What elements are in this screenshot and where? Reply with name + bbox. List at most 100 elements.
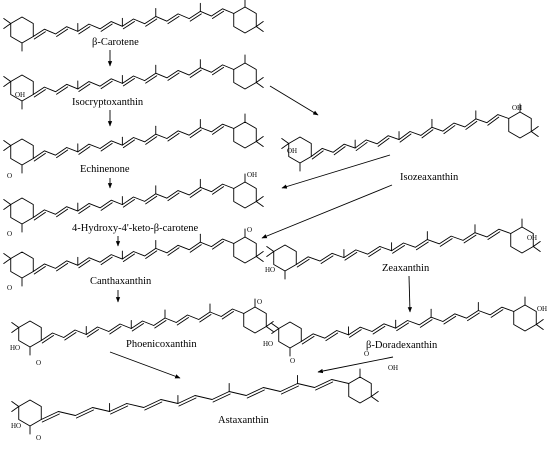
left-ring (10, 138, 34, 166)
double-bond (439, 238, 453, 247)
label-echinenone: Echinenone (80, 164, 130, 175)
structure-echinenone (3, 113, 264, 174)
methyl (11, 401, 20, 407)
double-bond (280, 385, 299, 395)
methyl (255, 251, 264, 257)
double-bond (144, 401, 163, 411)
right-ring (348, 376, 372, 404)
double-bond (301, 335, 315, 345)
left-ring (10, 197, 34, 225)
oh-isozeaxanthin-right: OH (512, 104, 522, 112)
left-ring (18, 320, 42, 348)
double-bond (189, 189, 202, 198)
double-bond (246, 389, 265, 399)
methyl (535, 324, 544, 330)
methyl (255, 201, 264, 207)
methyl (265, 321, 274, 327)
o-phoenicoxanthin-left: O (36, 359, 41, 367)
arrow-doradexanthin-to-astaxanthin (317, 356, 394, 374)
methyl (370, 396, 379, 402)
methyl (11, 406, 20, 412)
double-bond (154, 320, 167, 329)
double-bond (372, 325, 386, 335)
methyl (265, 326, 274, 332)
o-echinenone: O (7, 172, 12, 180)
double-bond (122, 78, 135, 87)
structure-isozeaxanthin (281, 103, 539, 172)
left-ring (10, 16, 34, 44)
oh-isozeaxanthin-left: OH (287, 147, 297, 155)
double-bond (212, 241, 225, 250)
double-bond (64, 332, 77, 341)
oh-doradexanthin: OH (537, 305, 547, 313)
double-bond (145, 18, 158, 27)
double-bond (443, 315, 457, 325)
double-bond (212, 10, 225, 20)
oh-astaxanthin-right: OH (388, 364, 398, 372)
label-isozeaxanthin: Isozeaxanthin (400, 172, 459, 183)
double-bond (145, 250, 158, 259)
double-bond (178, 397, 197, 407)
methyl (3, 76, 12, 82)
double-bond (145, 195, 158, 205)
double-bond (41, 335, 54, 344)
structure-canthaxanthin (3, 228, 264, 287)
methyl (255, 136, 264, 142)
double-bond (392, 245, 405, 254)
double-bond (490, 309, 504, 318)
double-bond (221, 311, 234, 320)
methyl (255, 77, 264, 83)
double-bond (368, 248, 382, 258)
double-bond (56, 149, 69, 159)
polyene-chain (40, 379, 350, 420)
label-astaxanthin: Astaxanthin (218, 415, 269, 426)
double-bond (443, 125, 456, 135)
double-bond (349, 329, 362, 338)
double-bond (189, 244, 202, 253)
double-bond (212, 186, 225, 195)
methyl (532, 246, 541, 252)
oh-zeaxanthin: OH (527, 234, 537, 242)
double-bond (145, 136, 158, 145)
right-ring (233, 236, 257, 264)
methyl (255, 196, 264, 202)
double-bond (100, 23, 113, 32)
methyl (266, 251, 275, 257)
o-phoenicoxanthin-right: O (257, 298, 262, 306)
label-canthaxanthin: Canthaxanthin (90, 276, 152, 287)
double-bond (487, 231, 501, 240)
right-ring (233, 6, 257, 34)
methyl (255, 256, 264, 262)
double-bond (100, 142, 113, 152)
double-bond (78, 259, 91, 269)
double-bond (167, 192, 180, 202)
double-bond (467, 312, 480, 322)
double-bond (41, 413, 60, 423)
double-bond (100, 256, 113, 266)
double-bond (86, 329, 99, 338)
label-phoenicoxanthin: Phoenicoxanthin (126, 339, 197, 350)
structure-hydroxy-keto-carotene (3, 173, 264, 233)
double-bond (396, 322, 409, 332)
double-bond (122, 21, 135, 30)
double-bond (78, 146, 91, 155)
double-bond (145, 75, 158, 84)
double-bond (56, 28, 69, 37)
double-bond (212, 126, 225, 135)
right-ring (243, 306, 267, 334)
o-canthaxanthin-left: O (7, 284, 12, 292)
methyl (3, 18, 12, 24)
methyl (3, 81, 12, 87)
double-bond (56, 208, 69, 218)
double-bond (421, 129, 434, 139)
ho-phoenicoxanthin: HO (10, 344, 20, 352)
methyl (281, 143, 290, 149)
o-hydroxy-keto: O (7, 230, 12, 238)
double-bond (167, 247, 180, 256)
double-bond (100, 80, 113, 90)
ho-doradexanthin: HO (263, 340, 273, 348)
methyl (3, 204, 12, 210)
double-bond (199, 314, 212, 323)
